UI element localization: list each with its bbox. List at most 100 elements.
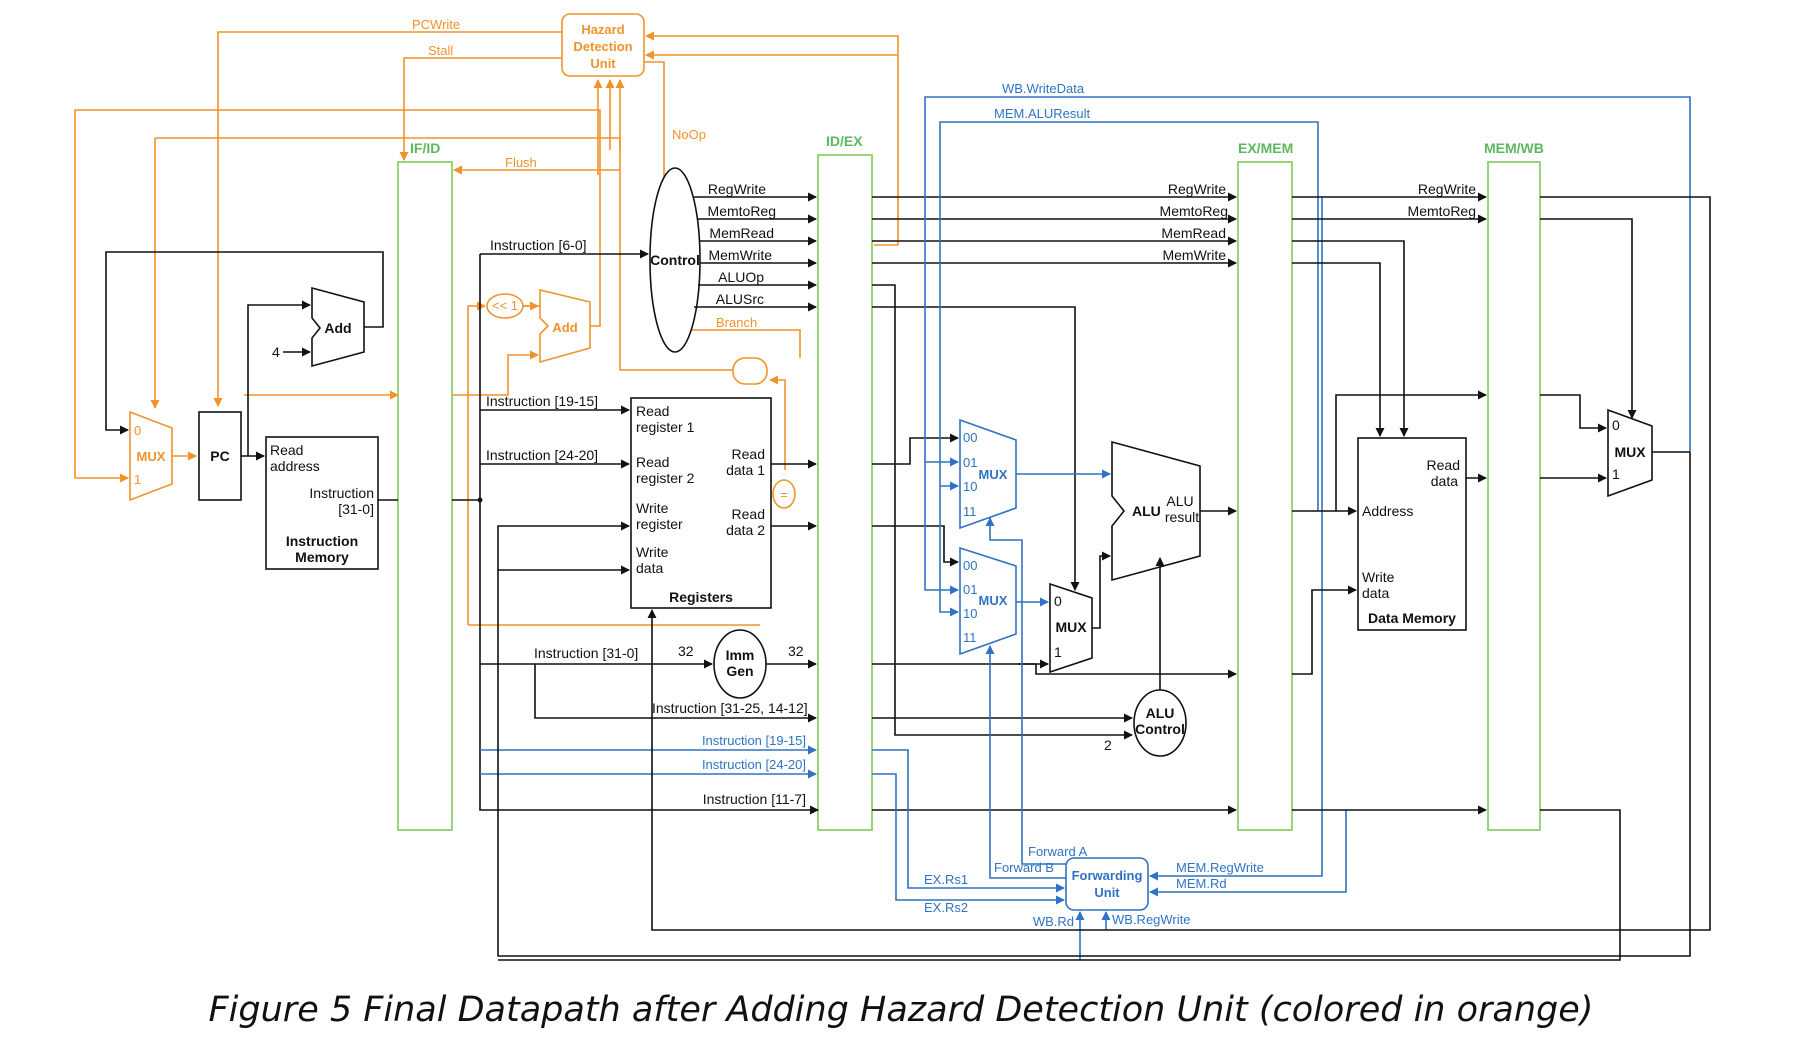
equal-label: =: [780, 487, 788, 502]
pc-source-mux: [129, 410, 173, 502]
imm-gen-line2: Gen: [726, 663, 753, 679]
imem-title-1: Instruction: [286, 533, 358, 549]
forward-a-mux: [959, 418, 1017, 530]
hazard-unit-line1: Hazard: [581, 22, 624, 37]
imem-title-2: Memory: [295, 549, 349, 565]
mem-rd-label: MEM.Rd: [1176, 876, 1227, 891]
read-reg1-a: Read: [636, 403, 669, 419]
id-ex-label: ID/EX: [826, 133, 863, 149]
wb-mux-in1: 1: [1612, 466, 1620, 482]
aluop-to-alucontrol: [872, 284, 1133, 740]
pc-plus4-wire: [105, 251, 384, 435]
instruction-out-2: [31-0]: [338, 501, 374, 517]
alu-label: ALU: [1132, 503, 1161, 519]
and-to-hazard: [615, 79, 733, 371]
read-data1-b: data 1: [726, 462, 765, 478]
id-ex-register: [817, 154, 873, 831]
branch-and-gate: [732, 357, 768, 385]
exmem-memread: MemRead: [1161, 225, 1226, 241]
pcwrite-wire: [213, 31, 562, 407]
ex-mem-label: EX/MEM: [1238, 140, 1293, 156]
instruction-bus: [479, 254, 819, 815]
hazard-detection-group: Hazard Detection Unit PCWrite Stall NoOp…: [74, 13, 899, 626]
instruction-out-1: Instruction: [309, 485, 374, 501]
imm-out-width: 32: [788, 643, 804, 659]
writeback-stage: MUX 0 1: [497, 196, 1711, 961]
branch-adder: [539, 288, 591, 364]
exmem-to-writedata: [1292, 585, 1357, 675]
fa-sel-11: 11: [963, 504, 977, 519]
pcwrite-label: PCWrite: [412, 17, 460, 32]
rd-feedback: [498, 809, 1621, 961]
ex-mem-register: [1237, 161, 1293, 831]
ex-rs1-wire: [872, 749, 1065, 893]
pc-mux-in0: 0: [134, 423, 141, 438]
mem-rd-wire: [1149, 810, 1347, 897]
ctrl-memread: MemRead: [709, 225, 774, 241]
exmem-memtoreg: MemtoReg: [1160, 203, 1228, 219]
forward-b-wire: [985, 645, 1066, 879]
flush-label: Flush: [505, 155, 537, 170]
dmem-read-data-1: Read: [1427, 457, 1460, 473]
ctrl-regwrite: RegWrite: [708, 181, 766, 197]
mem-regwrite-wire: [1149, 197, 1323, 881]
funct-wire: [534, 664, 817, 723]
dmem-write-data-1: Write: [1362, 569, 1395, 585]
register-file: [630, 397, 772, 609]
fwd-instr-19-15: Instruction [19-15]: [702, 733, 806, 748]
instruction-24-20: Instruction [24-20]: [486, 447, 598, 463]
dmem-read-data-2: data: [1431, 473, 1458, 489]
instruction-memory: [265, 436, 379, 570]
hazard-unit-line2: Detection: [573, 39, 632, 54]
stall-label: Stall: [428, 43, 453, 58]
imm-in-width: 32: [678, 643, 694, 659]
alusrc-to-alu: [1092, 551, 1111, 629]
bus-junction: [477, 497, 483, 503]
rd2-to-fb: [872, 525, 959, 567]
read-reg1-b: register 1: [636, 419, 695, 435]
hazard-unit-line3: Unit: [590, 56, 616, 71]
forwarding-unit: [1065, 857, 1149, 911]
data-memory: [1357, 437, 1467, 631]
wb-writedata-label: WB.WriteData: [1002, 81, 1085, 96]
alu: [1111, 440, 1201, 582]
execute-stage: MUX 00 01 10 11 MUX 00 01 10 11 MUX 0 1 …: [872, 181, 1237, 815]
mem-regwrite-label: MEM.RegWrite: [1176, 860, 1264, 875]
alusrc-mux-label: MUX: [1055, 619, 1087, 635]
read-data1-a: Read: [732, 446, 765, 462]
equal-comparator: [772, 479, 796, 509]
read-data2-b: data 2: [726, 522, 765, 538]
figure-caption: Figure 5 Final Datapath after Adding Haz…: [208, 990, 1594, 1030]
exmem-regwrite: RegWrite: [1168, 181, 1226, 197]
alusrc-in0: 0: [1054, 593, 1062, 609]
aluresult-to-memwb: [1335, 390, 1487, 511]
fwd-instr-24-20: Instruction [24-20]: [702, 757, 806, 772]
pipeline-registers: IF/ID ID/EX EX/MEM MEM/WB: [397, 133, 1544, 831]
alusrc-mux: [1049, 582, 1093, 674]
forward-b-label: Forward B: [994, 860, 1054, 875]
pc-to-adder: [247, 300, 311, 456]
mem-aluresult-wire: [939, 121, 1319, 617]
pc-label: PC: [210, 448, 229, 464]
ctrl-aluop: ALUOp: [718, 269, 764, 285]
ctrl-memwrite: MemWrite: [708, 247, 772, 263]
wb-mux-label: MUX: [1614, 444, 1646, 460]
pc-mux-in1: 1: [134, 472, 141, 487]
dmem-address: Address: [1362, 503, 1413, 519]
pc-mux-label: MUX: [137, 449, 166, 464]
instruction-19-15: Instruction [19-15]: [486, 393, 598, 409]
regwrite-feedback: [647, 196, 1711, 931]
write-data-a: Write: [636, 544, 669, 560]
branch-label: Branch: [716, 315, 757, 330]
write-reg-b: register: [636, 516, 683, 532]
pc-register: [198, 411, 242, 501]
control-signals: RegWrite MemtoReg MemRead MemWrite ALUOp…: [694, 181, 817, 312]
ex-rs2-label: EX.Rs2: [924, 900, 968, 915]
fa-sel-00: 00: [963, 430, 977, 445]
hazard-detection-unit: [561, 13, 645, 77]
forwarding-line2: Unit: [1094, 885, 1120, 900]
fb-sel-01: 01: [963, 582, 977, 597]
stall-wire: [399, 57, 562, 161]
read-data2-a: Read: [732, 506, 765, 522]
